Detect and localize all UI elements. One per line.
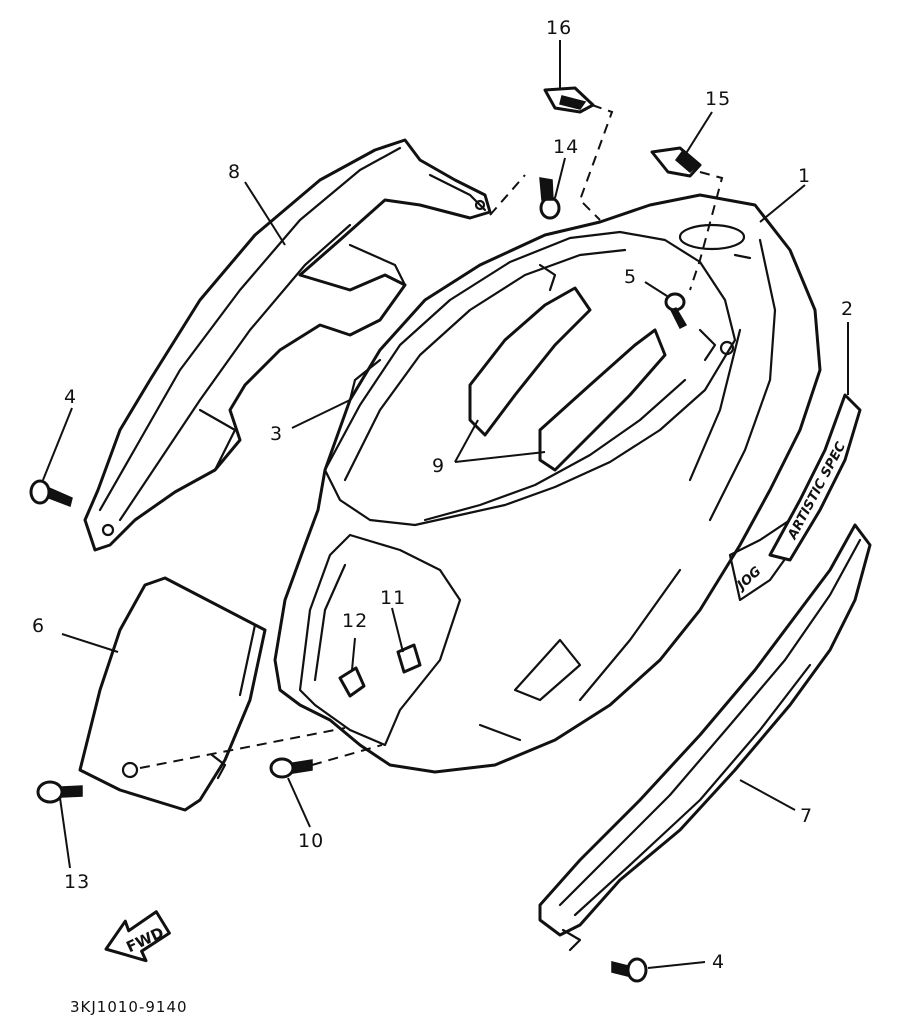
grommet-14: [539, 177, 561, 220]
callout-16: 16: [546, 17, 572, 39]
callout-2: 2: [841, 298, 854, 320]
callout-3: 3: [270, 423, 283, 445]
callout-15: 15: [705, 88, 731, 110]
callout-8: 8: [228, 161, 241, 183]
forward-direction-arrow: FWD: [104, 910, 171, 963]
clip-12: [338, 666, 366, 698]
callout-4-upper: 4: [64, 386, 77, 408]
callout-6: 6: [32, 615, 45, 637]
screw-lower-right: [611, 957, 648, 983]
leader-lines: [42, 40, 849, 969]
callout-14: 14: [553, 136, 579, 158]
part-pads: [468, 286, 667, 472]
nut-15: [650, 146, 702, 178]
part-body-cover: JOG: [273, 193, 822, 774]
callout-13: 13: [64, 871, 90, 893]
part-lid: [78, 576, 267, 812]
part-code: 3KJ1010-9140: [70, 998, 188, 1016]
screw-upper-left: [29, 479, 73, 508]
emblem-text: ARTISTIC SPEC: [785, 439, 849, 542]
part-inner-panel: [348, 358, 382, 402]
fasteners: [29, 86, 702, 983]
callout-4-lower: 4: [712, 951, 725, 973]
callout-7: 7: [800, 805, 813, 827]
part-side-cover-left: [83, 138, 492, 552]
part-floor-side-strip: [538, 523, 872, 952]
callout-12: 12: [342, 610, 368, 632]
callout-10: 10: [298, 830, 324, 852]
screw-13: [36, 780, 83, 804]
assembly-lines: [139, 104, 724, 769]
callout-numbers: 1 2 3 4 4 5 6 7 8 9 10 11 12 13 14 15 16: [32, 17, 854, 973]
callout-1: 1: [798, 165, 811, 187]
screw-10: [269, 757, 313, 779]
callout-5: 5: [624, 266, 637, 288]
screw-5: [664, 292, 688, 330]
callout-11: 11: [380, 587, 406, 609]
callout-9: 9: [432, 455, 445, 477]
nut-16: [543, 86, 595, 114]
